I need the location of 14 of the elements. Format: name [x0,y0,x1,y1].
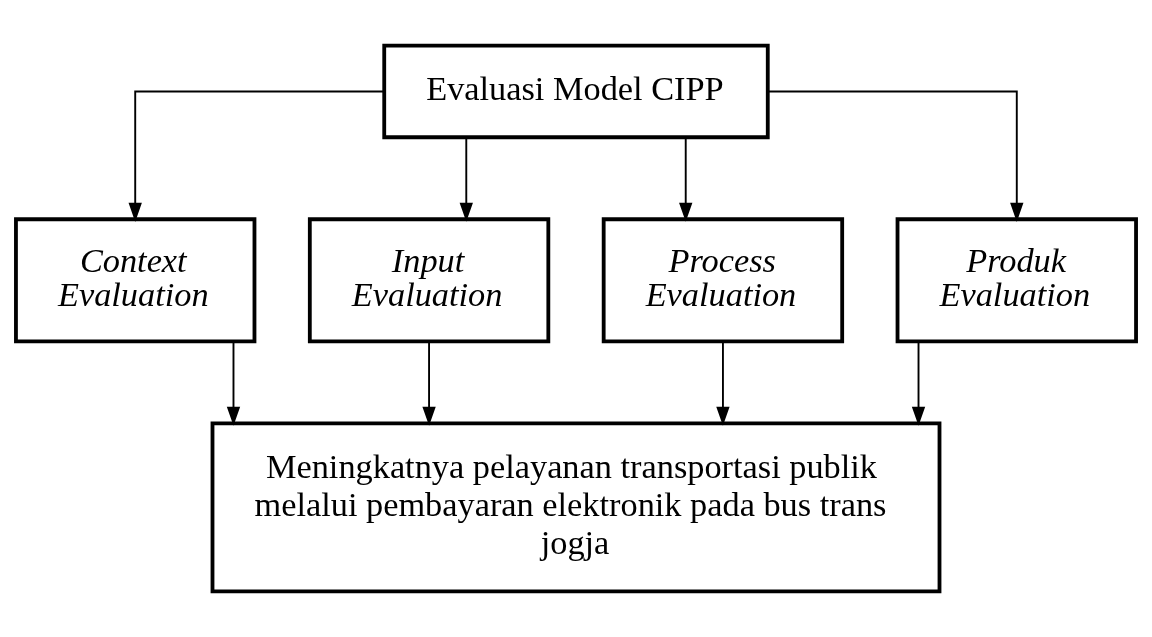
node-box: Meningkatnya pelayanan transportasi publik melalui pembayaran elektronik pada bus trans jogja [210,421,942,594]
arrow [422,340,436,426]
node-box: Input Evaluation [307,217,551,344]
arrow [911,340,926,426]
node-box: Evaluasi Model CIPP [382,43,770,140]
node-box: Process Evaluation [601,217,845,344]
arrow [679,136,693,222]
arrow [128,90,385,222]
node-box: Produk Evaluation [895,217,1138,344]
arrow [716,340,730,426]
arrow [767,90,1024,222]
arrow [226,340,241,426]
arrow [459,136,473,222]
node-box: Context Evaluation [14,217,257,344]
